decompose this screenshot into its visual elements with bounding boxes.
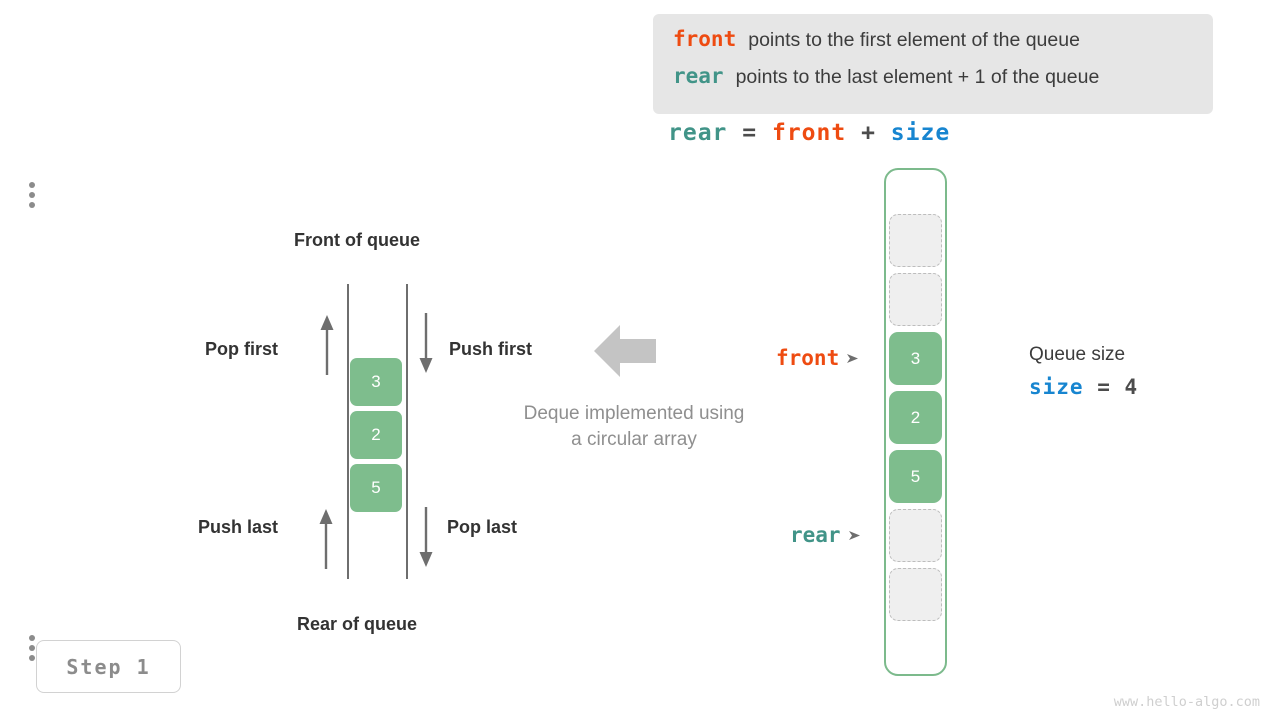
dot <box>28 182 35 188</box>
dot <box>28 645 35 651</box>
legend-key-front: front <box>673 27 737 51</box>
queue-size-block: Queue size size = 4 <box>1029 344 1138 399</box>
dot <box>28 655 35 661</box>
array-slot-empty <box>889 568 942 621</box>
pop-first-label: Pop first <box>205 339 279 359</box>
step-badge: Step 1 <box>36 640 181 693</box>
pointer-front-label: front <box>776 346 840 370</box>
deque-cell: 2 <box>350 411 402 459</box>
formula-rear-equals-front-plus-size: rear = front + size <box>668 120 950 146</box>
ellipsis-dots-top-icon <box>0 182 63 208</box>
array-slot-empty <box>889 273 942 326</box>
array-slot-filled: 2 <box>889 391 942 444</box>
rear-of-queue-label: Rear of queue <box>297 614 418 634</box>
dot <box>28 192 35 198</box>
deque-cell: 3 <box>350 358 402 406</box>
array-slot-empty <box>889 214 942 267</box>
array-slot-filled: 5 <box>889 450 942 503</box>
deque-channel-line-right <box>406 284 408 579</box>
arrow-up-icon <box>320 315 334 375</box>
deque-caption: Deque implemented using a circular array <box>490 401 778 453</box>
pop-last-label: Pop last <box>447 517 518 537</box>
queue-size-title: Queue size <box>1029 344 1126 365</box>
pointer-rear: rear <box>790 523 861 547</box>
formula-token-rear: rear <box>668 120 728 146</box>
formula-token-size: size <box>890 120 951 146</box>
legend-box: front points to the first element of the… <box>653 14 1213 114</box>
arrow-down-icon <box>419 313 433 373</box>
arrow-up-icon <box>319 509 333 569</box>
array-slot-filled: 3 <box>889 332 942 385</box>
queue-size-token-equals: = <box>1097 375 1111 399</box>
front-of-queue-label: Front of queue <box>294 230 420 250</box>
push-first-label: Push first <box>449 339 533 359</box>
pointer-rear-label: rear <box>790 523 841 547</box>
legend-key-rear: rear <box>673 64 724 88</box>
arrow-right-head-icon <box>848 530 860 540</box>
dot <box>28 202 35 208</box>
deque-caption-line-1: Deque implemented using <box>523 403 745 424</box>
queue-size-expression: size = 4 <box>1029 375 1138 399</box>
formula-token-equals: = <box>742 120 758 146</box>
formula-token-plus: + <box>861 120 876 146</box>
push-last-label: Push last <box>198 517 279 537</box>
arrow-right-head-icon <box>847 353 859 363</box>
big-left-arrow-icon <box>594 325 656 377</box>
legend-row-front: front points to the first element of the… <box>673 27 1193 64</box>
deque-caption-line-2: a circular array <box>571 429 697 450</box>
queue-size-token-size: size <box>1029 375 1084 399</box>
legend-text-front: points to the first element of the queue <box>748 29 1080 51</box>
deque-channel-line-left <box>347 284 349 579</box>
deque-cell: 5 <box>350 464 402 512</box>
arrow-down-icon <box>419 507 433 567</box>
ellipsis-dots-bottom-icon <box>0 635 63 661</box>
array-slot-empty <box>889 509 942 562</box>
watermark: www.hello-algo.com <box>1113 694 1260 710</box>
queue-size-token-value: 4 <box>1124 375 1139 399</box>
legend-row-rear: rear points to the last element + 1 of t… <box>673 64 1193 101</box>
dot <box>28 635 35 641</box>
formula-token-front: front <box>771 120 847 146</box>
pointer-front: front <box>776 346 859 370</box>
legend-text-rear: points to the last element + 1 of the qu… <box>735 66 1100 88</box>
